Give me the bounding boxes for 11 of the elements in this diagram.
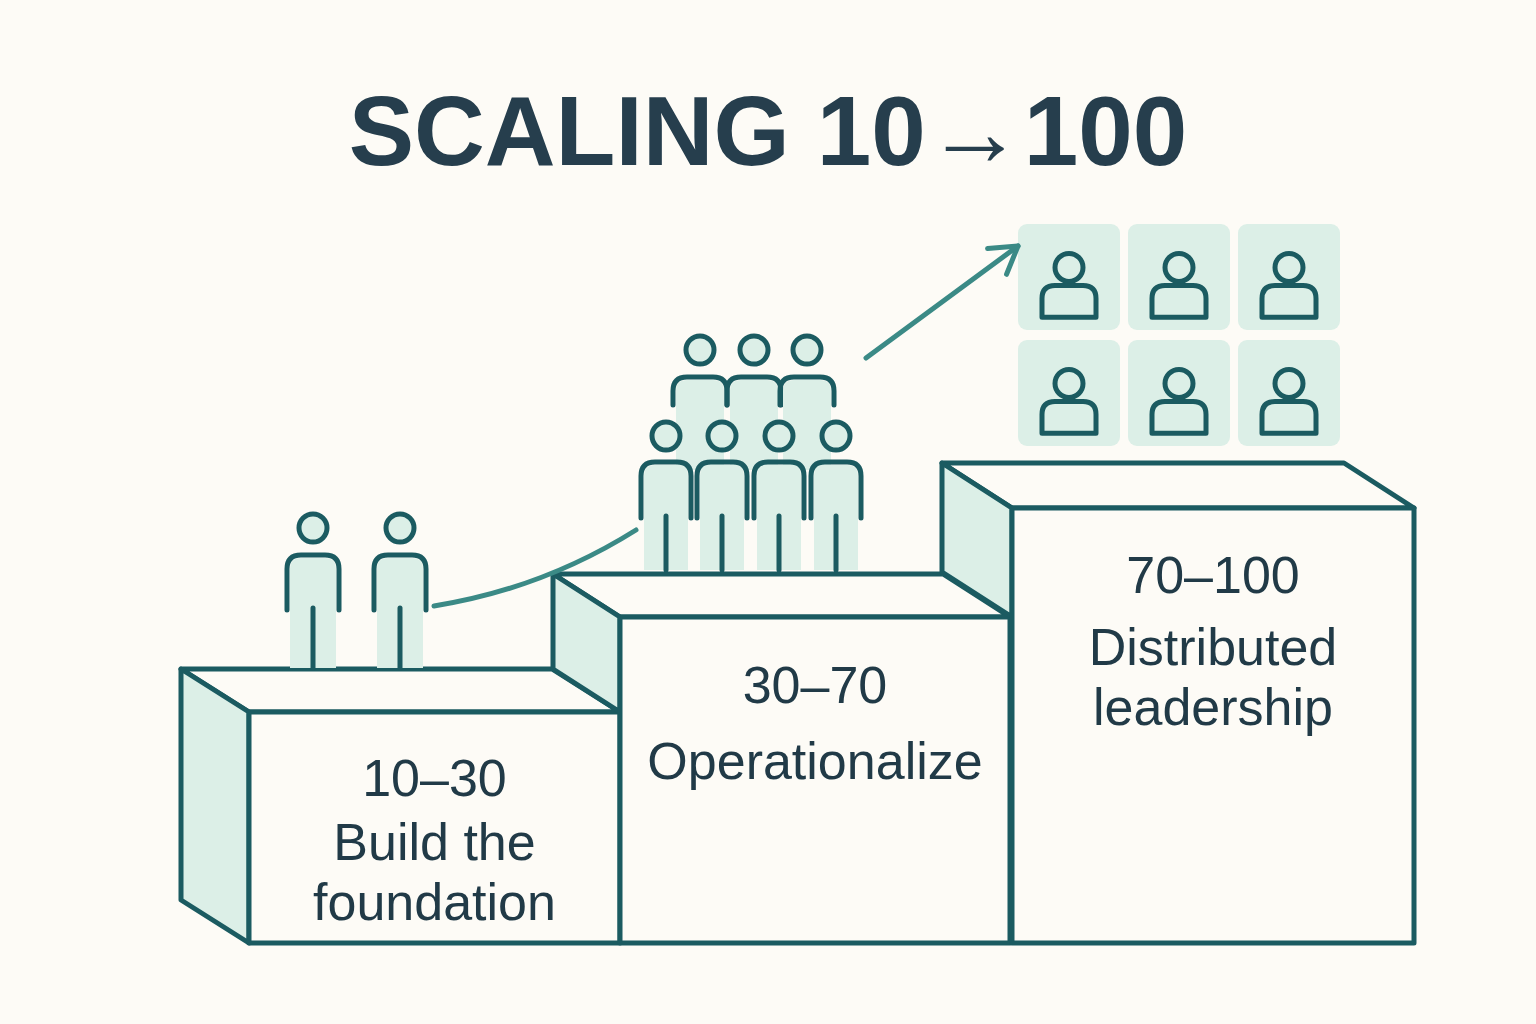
range-label: 70–100	[1125, 545, 1301, 605]
title: SCALING 10→100	[348, 82, 1188, 180]
people-group-illustration	[636, 332, 866, 572]
arrow	[863, 243, 1021, 361]
stage-label: Build the foundation	[312, 812, 557, 932]
stage-label: Operationalize	[646, 731, 984, 791]
connector-line	[431, 527, 639, 609]
range-label: 10–30	[361, 748, 508, 808]
range-label: 30–70	[741, 655, 889, 715]
user-tile-grid	[1018, 224, 1340, 446]
stage-label: Distributed leadership	[1087, 617, 1339, 737]
